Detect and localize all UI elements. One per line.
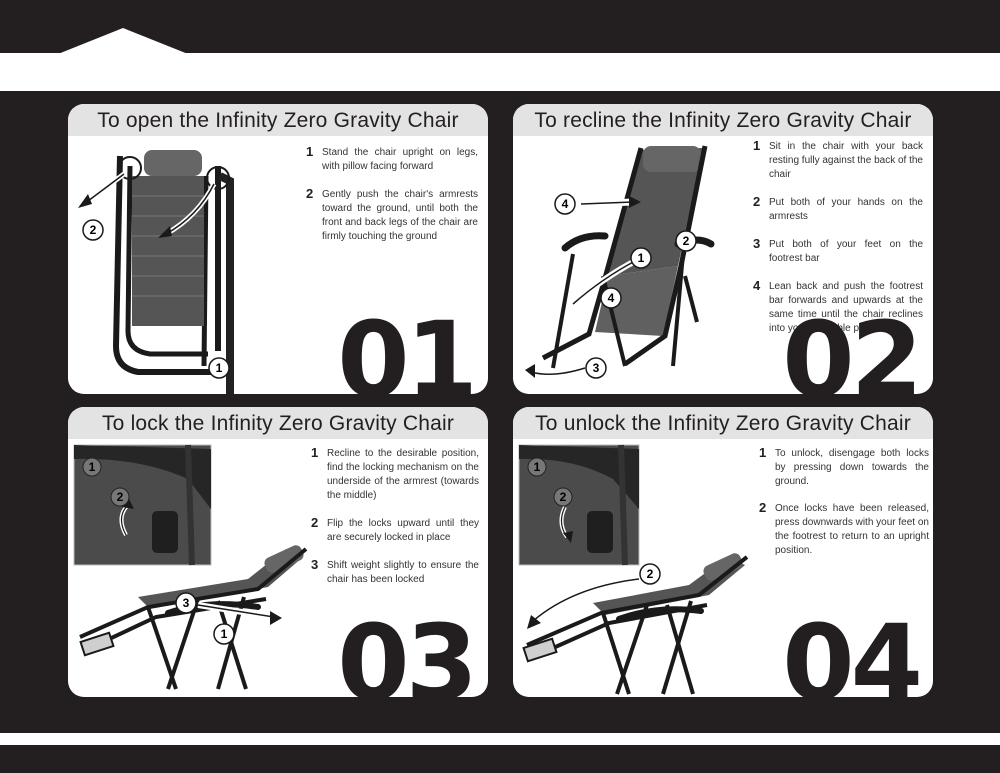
bottom-white-band [0,733,1000,745]
step-item: 1 Sit in the chair with your back restin… [753,138,923,182]
step-number: 1 [753,138,761,153]
panel-number: 02 [782,299,923,394]
panel-lock-chair: To lock the Infinity Zero Gravity Chair … [68,407,488,697]
panel-title: To recline the Infinity Zero Gravity Cha… [513,104,933,136]
callout-badge: 2 [82,219,104,241]
step-text: To unlock, disengage both locks by press… [775,448,929,487]
arrow-head [158,226,172,238]
svg-text:1: 1 [638,251,645,265]
step-item: 1 Recline to the desirable position, fin… [311,445,479,503]
svg-text:3: 3 [183,596,190,610]
svg-text:1: 1 [221,627,228,641]
panel-recline-chair: To recline the Infinity Zero Gravity Cha… [513,104,933,394]
step-text: Once locks have been released, press dow… [775,503,929,556]
panel-number: 01 [337,299,478,394]
arrow-head [525,364,535,378]
reclined-chair-illustration: 1 2 3 4 4 [525,145,715,379]
svg-text:2: 2 [560,490,567,504]
step-item: 2 Gently push the chair's armrests towar… [306,186,478,244]
step-item: 2 Once locks have been released, press d… [759,500,929,558]
highlight-circle [118,156,142,180]
step-item: 1 To unlock, disengage both locks by pre… [759,445,929,489]
svg-text:4: 4 [608,291,615,305]
callout-badge: 1 [208,357,230,379]
callout-badge: 1 [527,457,547,477]
step-item: 3 Shift weight slightly to ensure the ch… [311,557,479,587]
callout-badge: 2 [639,563,661,585]
folded-chair-illustration: 1 2 [78,150,234,394]
top-white-band [0,53,1000,91]
step-number: 3 [753,236,761,251]
step-list: 1 Sit in the chair with your back restin… [753,138,923,350]
step-text: Put both of your feet on the footrest ba… [769,239,923,264]
panel-title: To lock the Infinity Zero Gravity Chair [68,407,488,439]
lock-illustration: 1 2 3 1 [73,444,308,690]
step-item: 2 Put both of your hands on the armrests [753,194,923,224]
step-item: 3 Put both of your feet on the footrest … [753,236,923,266]
callout-badge: 1 [82,457,102,477]
step-item: 4 Lean back and push the footrest bar fo… [753,278,923,336]
step-text: Put both of your hands on the armrests [769,197,923,222]
callout-badge: 4 [554,193,576,215]
panel-number: 03 [337,602,478,697]
step-text: Stand the chair upright on legs, with pi… [322,147,478,172]
svg-text:1: 1 [216,361,223,375]
step-text: Gently push the chair's armrests toward … [322,189,478,242]
step-item: 2 Flip the locks upward until they are s… [311,515,479,545]
arrow-head [78,194,92,208]
unlock-illustration: 1 2 2 [518,444,749,695]
top-tab-shape [58,28,188,58]
panel-title: To open the Infinity Zero Gravity Chair [68,104,488,136]
step-list: 1 To unlock, disengage both locks by pre… [759,445,929,571]
step-text: Shift weight slightly to ensure the chai… [327,560,479,585]
svg-text:2: 2 [683,234,690,248]
step-text: Recline to the desirable position, find … [327,448,479,501]
svg-text:1: 1 [89,460,96,474]
callout-badge: 2 [553,487,573,507]
callout-badge: 2 [675,230,697,252]
panel-open-chair: To open the Infinity Zero Gravity Chair … [68,104,488,394]
step-number: 3 [311,557,319,572]
step-number: 1 [759,445,767,460]
svg-text:4: 4 [562,197,569,211]
callout-badge: 2 [110,487,130,507]
svg-text:2: 2 [647,567,654,581]
svg-text:1: 1 [534,460,541,474]
panel-unlock-chair: To unlock the Infinity Zero Gravity Chai… [513,407,933,697]
step-number: 2 [306,186,314,201]
step-list: 1 Recline to the desirable position, fin… [311,445,479,601]
step-number: 2 [311,515,319,530]
step-number: 1 [311,445,319,460]
svg-text:2: 2 [90,223,97,237]
callout-badge: 3 [585,357,607,379]
panel-title: To unlock the Infinity Zero Gravity Chai… [513,407,933,439]
step-number: 2 [753,194,761,209]
step-number: 2 [759,500,767,515]
svg-text:2: 2 [117,490,124,504]
svg-text:3: 3 [593,361,600,375]
step-number: 4 [753,278,761,293]
panel-number: 04 [782,602,923,697]
step-text: Lean back and push the footrest bar forw… [769,281,923,334]
step-text: Flip the locks upward until they are sec… [327,518,479,543]
callout-badge: 1 [630,247,652,269]
callout-badge: 4 [600,287,622,309]
arrow-head [527,615,541,629]
callout-badge: 3 [175,592,197,614]
step-list: 1 Stand the chair upright on legs, with … [306,144,478,258]
step-item: 1 Stand the chair upright on legs, with … [306,144,478,174]
arrow-head [629,196,641,208]
callout-badge: 1 [213,623,235,645]
step-text: Sit in the chair with your back resting … [769,141,923,180]
step-number: 1 [306,144,314,159]
arrow-head [270,611,282,625]
highlight-circle [206,166,230,190]
